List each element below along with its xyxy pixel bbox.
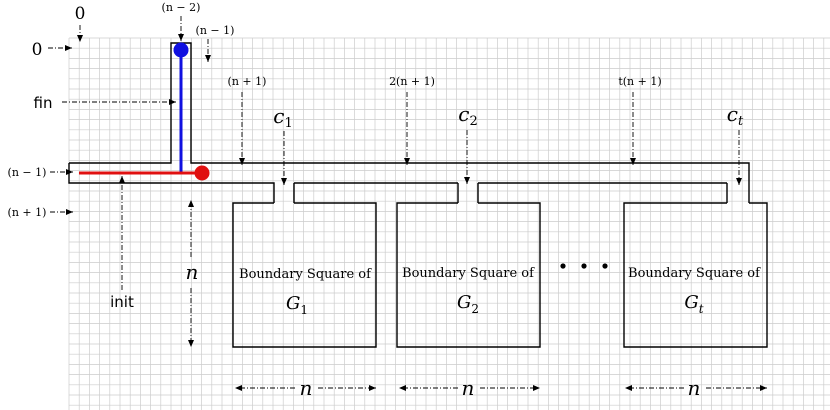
box-t-outline — [623, 202, 768, 348]
left-label-init: init — [110, 293, 134, 311]
blue-endpoint-dot — [173, 42, 189, 58]
box-1-graph-label: G1 — [286, 293, 308, 317]
width-1-label-n: n — [300, 376, 313, 400]
connector-label-ct: ct — [727, 102, 744, 129]
box-2-outline — [396, 202, 541, 348]
box-t-graph-label: Gt — [684, 292, 703, 316]
box-1-caption: Boundary Square of — [239, 267, 372, 282]
top-label-2-n-plus-1: 2(n + 1) — [389, 75, 435, 88]
left-label-n-plus-1: (n + 1) — [8, 206, 47, 219]
vertical-arm-outline — [69, 42, 750, 183]
width-2-label-n: n — [462, 376, 475, 400]
ellipsis-dots — [560, 263, 608, 269]
width-t-label-n: n — [688, 376, 701, 400]
top-label-t-n-plus-1: t(n + 1) — [618, 75, 661, 88]
box-2-caption: Boundary Square of — [402, 266, 535, 281]
left-label-fin: fin — [34, 94, 53, 112]
top-label-n-plus-1: (n + 1) — [228, 75, 267, 88]
connector-label-c1: c1 — [273, 104, 292, 131]
box-t-caption: Boundary Square of — [628, 266, 761, 281]
box-2-graph-label: G2 — [457, 292, 479, 316]
top-label-n-minus-1: (n − 1) — [196, 24, 235, 37]
top-label-n-minus-2: (n − 2) — [162, 1, 201, 14]
background-grid — [68, 37, 830, 410]
left-label-zero: 0 — [32, 40, 43, 60]
red-endpoint-dot — [194, 165, 210, 181]
boundary-square-1 — [232, 202, 377, 348]
left-label-n-minus-1: (n − 1) — [8, 166, 47, 179]
connector-label-c2: c2 — [458, 102, 477, 129]
box-1-outline — [232, 202, 377, 348]
boundary-square-2 — [396, 202, 541, 348]
height-label-n: n — [186, 260, 199, 284]
boundary-square-t — [623, 202, 768, 348]
top-label-zero: 0 — [75, 4, 86, 24]
